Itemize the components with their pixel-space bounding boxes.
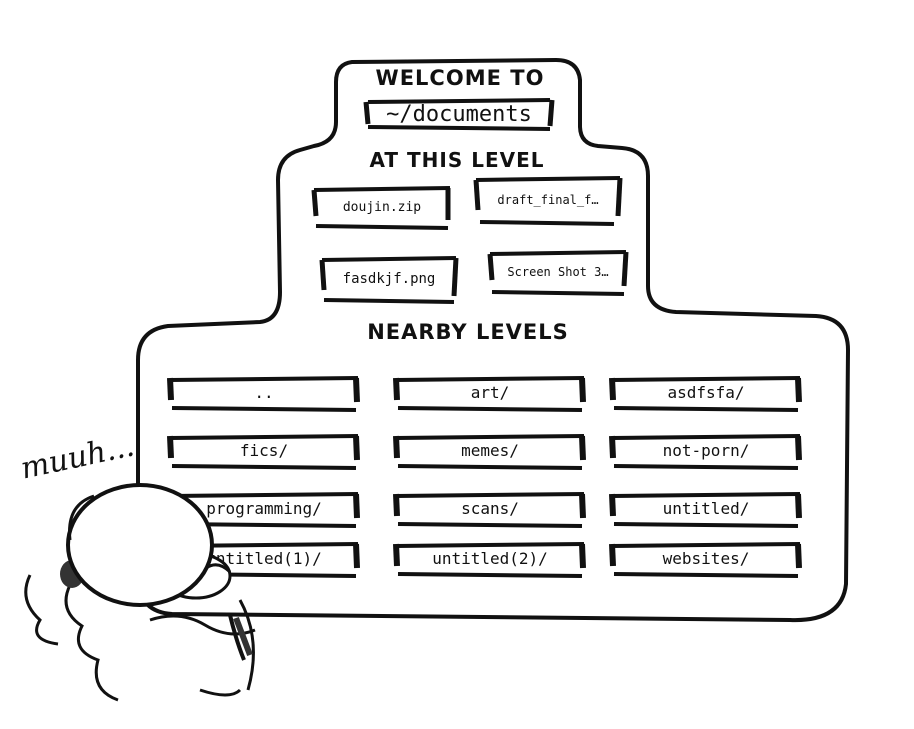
folder-item[interactable]: scans/ [393,492,586,528]
at-this-level-heading: AT THIS LEVEL [369,148,545,172]
path-box-frame [363,98,555,131]
folder-item[interactable]: websites/ [609,542,802,578]
file-label: fasdkjf.png [342,271,436,287]
folder-item-frame [393,434,586,470]
folder-label: untitled/ [662,498,750,518]
file-item-frame [311,186,451,230]
folder-item[interactable]: untitled/ [609,492,802,528]
folder-item-frame [393,542,586,578]
file-item-frame [487,250,629,296]
file-item[interactable]: fasdkjf.png [319,256,459,304]
folder-item-frame [167,376,360,412]
folder-label: fics/ [239,440,289,460]
folder-item[interactable]: not-porn/ [609,434,802,470]
folder-item[interactable]: .. [167,376,360,412]
file-label: draft_final_f… [497,193,599,207]
folder-item[interactable]: memes/ [393,434,586,470]
folder-item[interactable]: untitled(2)/ [393,542,586,578]
folder-label: programming/ [206,498,322,518]
file-item[interactable]: draft_final_f… [473,176,623,226]
folder-item[interactable]: art/ [393,376,586,412]
current-path: ~/documents [386,101,532,127]
file-item[interactable]: Screen Shot 3… [487,250,629,296]
folder-label: memes/ [461,440,519,460]
folder-label: not-porn/ [662,440,750,460]
folder-item[interactable]: asdfsfa/ [609,376,802,412]
folder-item-frame [609,492,802,528]
folder-label: art/ [470,382,510,402]
file-item[interactable]: doujin.zip [311,186,452,230]
folder-label: untitled(2)/ [432,548,548,568]
folder-item-frame [609,542,802,578]
file-label: Screen Shot 3… [507,265,609,279]
nearby-levels-heading: NEARBY LEVELS [367,320,569,344]
file-item-frame [473,176,623,226]
current-path-box: ~/documents [363,96,555,132]
folder-label: websites/ [662,548,750,568]
welcome-heading: WELCOME TO [375,66,545,90]
folder-item-frame [393,492,586,528]
folder-item-frame [393,376,586,412]
folder-item[interactable]: fics/ [167,434,360,470]
folder-label: asdfsfa/ [667,382,745,402]
folder-item-frame [609,376,802,412]
folder-item-frame [609,434,802,470]
folder-item-frame [167,434,360,470]
folder-label: untitled(1)/ [206,548,322,568]
file-label: doujin.zip [342,199,422,215]
folder-label: .. [254,382,274,402]
folder-label: scans/ [461,498,519,518]
file-item-frame [319,256,459,304]
